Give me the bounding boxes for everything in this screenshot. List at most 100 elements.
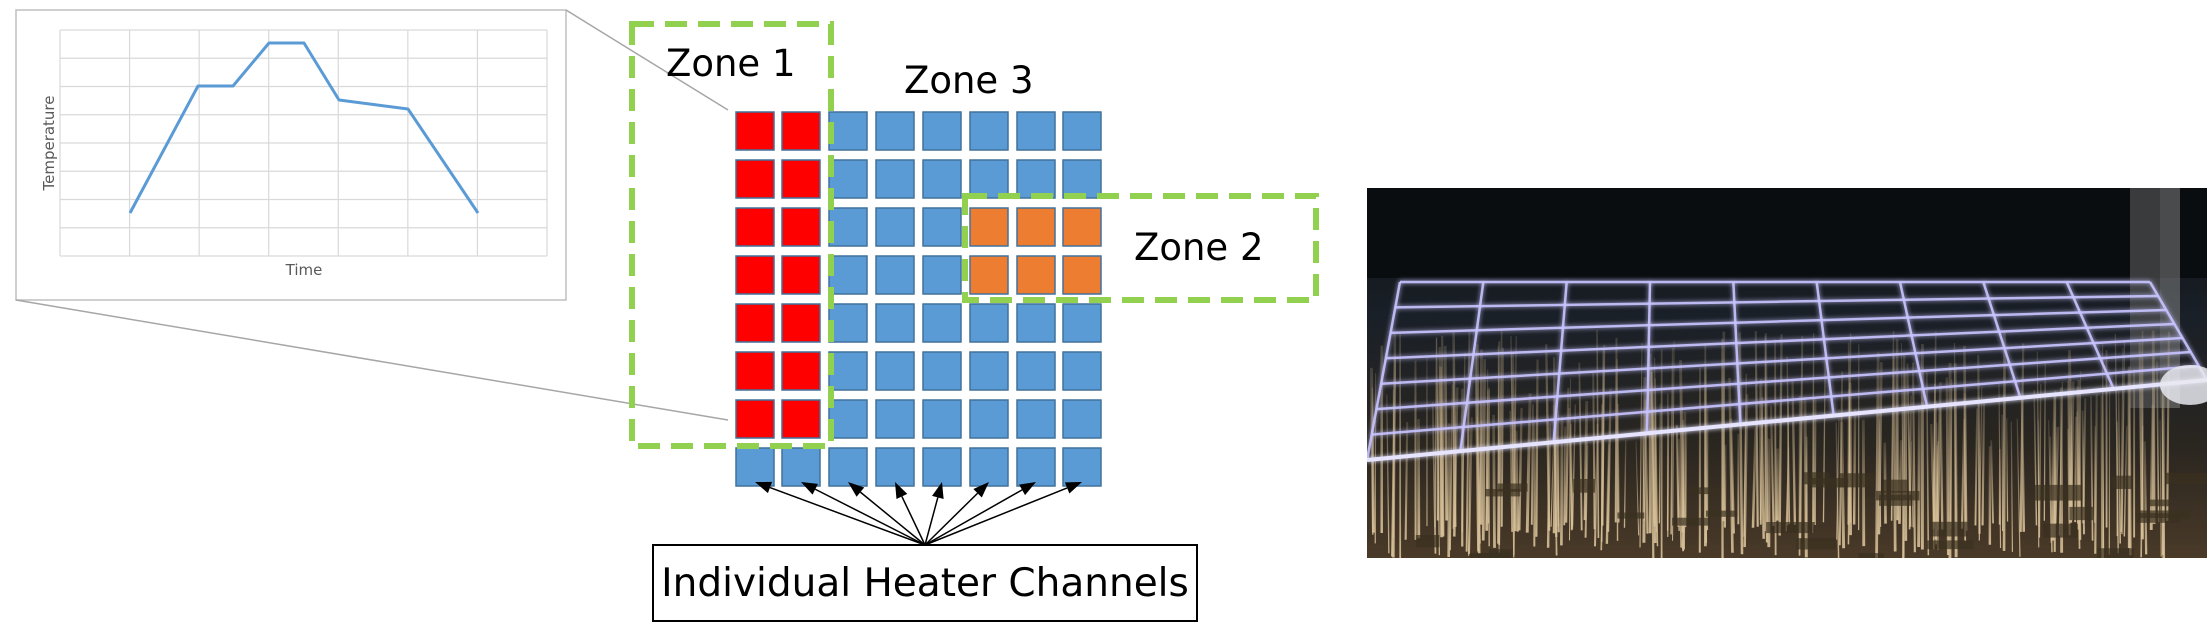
heater-cell-zone3 — [828, 351, 868, 391]
heater-cell-zone2 — [969, 255, 1009, 295]
heater-cell-zone1 — [735, 255, 775, 295]
heater-cell-zone2 — [1016, 207, 1056, 247]
zone-1-outline — [629, 21, 834, 449]
heater-cell-zone1 — [781, 351, 821, 391]
photo-grid-wire — [1367, 281, 1402, 461]
photo-pin — [1751, 427, 1757, 528]
heater-channel-arrow — [924, 482, 989, 546]
heater-cell-zone1 — [781, 303, 821, 343]
heater-cell-zone3 — [828, 159, 868, 199]
photo-pin — [1518, 407, 1523, 531]
photo-pin — [1852, 409, 1857, 525]
photo-pin — [2010, 421, 2014, 552]
photo-grid-wire — [1376, 350, 2191, 411]
photo-pin — [2138, 342, 2144, 540]
photo-pin — [1963, 393, 1967, 542]
photo-pin — [1743, 373, 1748, 537]
photo-pin — [1650, 371, 1655, 558]
photo-pin — [1568, 407, 1574, 529]
photo-grid-wire — [1371, 364, 2199, 436]
heater-cell-zone1 — [735, 111, 775, 151]
photo-pin — [1606, 388, 1612, 532]
heater-channels-box — [652, 544, 1198, 622]
photo-grid-wire — [1381, 336, 2183, 385]
photo-pin — [1930, 423, 1936, 529]
heater-cell-zone3 — [922, 303, 962, 343]
zone-1-label: Zone 1 — [666, 42, 796, 85]
heater-grid — [735, 111, 1102, 487]
heater-channels-label: Individual Heater Channels — [661, 561, 1189, 606]
heater-cell-zone3 — [828, 111, 868, 151]
heater-cell-zone3 — [1016, 303, 1056, 343]
heater-cell-zone1 — [781, 159, 821, 199]
photo-pin — [1500, 347, 1505, 527]
heater-cell-zone3 — [1016, 159, 1056, 199]
photo-pin — [2100, 395, 2104, 558]
heater-cell-zone3 — [1062, 351, 1102, 391]
heater-cell-zone3 — [828, 207, 868, 247]
photo-pin — [1978, 386, 1983, 541]
heater-cell-zone3 — [969, 351, 1009, 391]
photo-pin — [2002, 331, 2006, 551]
photo-pin — [1900, 343, 1905, 558]
heater-cell-zone3 — [875, 207, 915, 247]
photo-pin — [2048, 420, 2052, 543]
heater-cell-zone3 — [875, 447, 915, 487]
photo-pin — [1654, 378, 1659, 547]
photo-pin — [1835, 422, 1840, 558]
photo-pin — [2159, 419, 2162, 557]
photo-pin — [1672, 340, 1675, 541]
heater-cell-zone1 — [781, 111, 821, 151]
photo-grid-wire — [2148, 281, 2207, 381]
heater-cell-zone3 — [875, 255, 915, 295]
photo-pin — [1764, 333, 1769, 543]
photo-pin — [1431, 402, 1437, 554]
heater-cell-zone3 — [922, 207, 962, 247]
heater-cell-zone3 — [828, 303, 868, 343]
photo-grid-wire — [1898, 281, 1929, 407]
photo-pin — [1635, 441, 1640, 536]
inset-chart-grid — [59, 29, 548, 257]
heater-photo — [1367, 188, 2207, 558]
photo-pin — [1836, 409, 1840, 540]
heater-cell-zone3 — [1016, 447, 1056, 487]
photo-pin — [1875, 352, 1880, 558]
heater-cell-zone3 — [828, 255, 868, 295]
zone-2-outline — [962, 193, 1319, 303]
photo-pin — [1769, 405, 1775, 526]
heater-cell-zone3 — [1062, 303, 1102, 343]
photo-grid-wire — [1982, 281, 2022, 399]
heater-cell-zone3 — [875, 111, 915, 151]
photo-grid-wire — [2065, 281, 2115, 390]
photo-pin — [1511, 352, 1517, 532]
photo-pin — [2074, 416, 2077, 523]
heater-channel-arrow — [924, 482, 1036, 546]
photo-pin — [1911, 362, 1916, 553]
photo-pin — [1404, 422, 1409, 540]
photo-pin — [1974, 408, 1979, 526]
heater-cell-zone3 — [922, 399, 962, 439]
heater-channel-arrow — [848, 482, 926, 546]
photo-pin — [1449, 384, 1454, 551]
heater-channel-arrow — [924, 482, 944, 546]
heater-channel-arrow — [924, 482, 1082, 546]
photo-grid-wire — [1732, 281, 1742, 425]
heater-cell-zone1 — [735, 303, 775, 343]
heater-cell-zone3 — [875, 351, 915, 391]
photo-pin — [1910, 441, 1914, 528]
photo-pin — [2156, 361, 2160, 523]
photo-pin — [1535, 359, 1539, 537]
photo-grid-wire — [1552, 281, 1568, 443]
heater-cell-zone2 — [1062, 255, 1102, 295]
photo-pin — [2151, 330, 2156, 524]
photo-pin — [1658, 403, 1661, 524]
heater-cell-zone1 — [735, 399, 775, 439]
photo-pin — [1684, 429, 1688, 528]
zone-3-label: Zone 3 — [904, 59, 1034, 102]
photo-pin — [1592, 371, 1596, 530]
photo-pin — [1474, 351, 1480, 552]
heater-cell-zone1 — [735, 207, 775, 247]
photo-pin — [1652, 408, 1657, 544]
heater-cell-zone3 — [969, 303, 1009, 343]
heater-cell-zone2 — [969, 207, 1009, 247]
